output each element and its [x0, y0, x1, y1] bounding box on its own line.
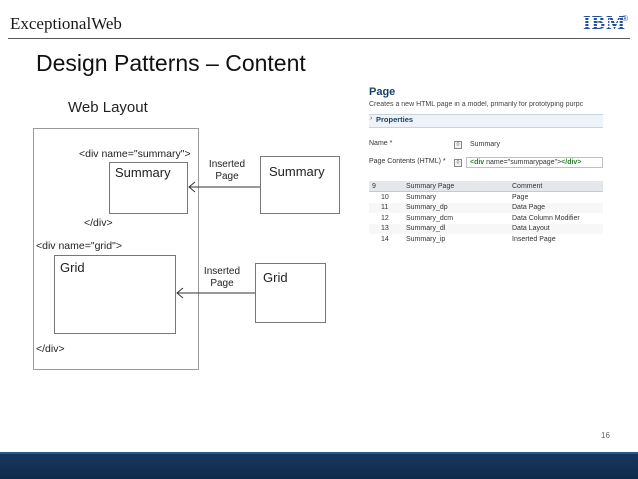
external-summary-label: Summary	[269, 164, 325, 179]
grid-arrow-head	[176, 287, 184, 299]
table-header-row: 9 Summary Page Comment	[369, 181, 603, 192]
inserted-text: Inserted	[203, 266, 241, 277]
table-row[interactable]: 12 Summary_dcm Data Column Modifier	[369, 213, 603, 224]
ibm-logo: IBM	[583, 12, 626, 34]
page-text: Page	[215, 171, 239, 182]
table-row[interactable]: 14 Summary_ip Inserted Page	[369, 234, 603, 245]
grid-close-tag: </div>	[36, 343, 65, 355]
summary-slot-label: Summary	[115, 165, 171, 180]
inserted-text: Inserted	[208, 159, 246, 170]
row-name: Summary_dcm	[406, 214, 454, 222]
summary-open-tag: <div name="summary">	[79, 148, 191, 160]
row-number: 11	[369, 202, 403, 213]
inserted-page-label-grid: Inserted Page	[199, 266, 245, 290]
row-number: 10	[381, 193, 389, 201]
panel-description: Creates a new HTML page in a model, prim…	[369, 101, 584, 108]
row-comment: Data Layout	[509, 223, 603, 234]
brand-title: ExceptionalWeb	[10, 14, 122, 33]
lock-icon: ◊	[454, 141, 462, 149]
page-contents-input[interactable]: <div name="summarypage"></div>	[466, 157, 603, 168]
summary-close-tag: </div>	[84, 217, 113, 229]
registered-mark: ®	[622, 14, 628, 23]
footer-accent-line	[0, 452, 638, 454]
row-name: Summary_dl	[403, 223, 509, 234]
column-header: Comment	[509, 181, 603, 192]
footer-band	[0, 452, 638, 479]
page-items-table: 9 Summary Page Comment 10 Summary Page 1…	[369, 181, 603, 245]
header-divider	[8, 38, 630, 39]
row-number: 12	[381, 214, 389, 222]
column-header: Summary Page	[403, 181, 509, 192]
external-grid-label: Grid	[263, 270, 288, 285]
row-comment: Inserted Page	[512, 235, 556, 243]
page-contents-label: Page Contents (HTML) *	[369, 158, 446, 165]
chevron-right-icon[interactable]: ›	[370, 115, 373, 122]
external-grid-page: Grid	[255, 263, 326, 323]
table-row[interactable]: 13 Summary_dl Data Layout	[369, 223, 603, 234]
web-layout-frame	[33, 128, 199, 370]
panel-title: Page	[369, 86, 396, 98]
contents-tag-open: <div	[470, 159, 485, 166]
properties-section-bar[interactable]	[369, 114, 603, 128]
row-name: Summary	[406, 193, 436, 201]
slide-title: Design Patterns – Content	[36, 50, 306, 76]
row-number: 13	[369, 223, 403, 234]
grid-open-tag: <div name="grid">	[36, 240, 122, 252]
page-number: 16	[601, 431, 610, 440]
page-text: Page	[210, 278, 234, 289]
grid-slot-label: Grid	[60, 260, 85, 275]
inserted-page-label-summary: Inserted Page	[204, 159, 250, 183]
contents-attr: name="summarypage">	[484, 159, 562, 166]
properties-section-label: Properties	[376, 115, 414, 124]
name-field-label: Name *	[369, 140, 393, 147]
contents-tag-close: </div>	[561, 159, 582, 166]
lock-icon: ◊	[454, 159, 462, 167]
row-comment: Data Column Modifier	[512, 214, 580, 222]
summary-slot-box: Summary	[109, 162, 188, 214]
web-layout-label: Web Layout	[68, 99, 148, 116]
row-number: 14	[381, 235, 389, 243]
external-summary-page: Summary	[260, 156, 340, 214]
table-row[interactable]: 11 Summary_dp Data Page	[369, 202, 603, 213]
name-field-input[interactable]: Summary	[466, 139, 603, 150]
column-header: 9	[369, 181, 403, 192]
row-name: Summary_ip	[406, 235, 446, 243]
row-comment: Page	[512, 193, 529, 201]
grid-slot-box: Grid	[54, 255, 176, 334]
row-comment: Data Page	[509, 202, 603, 213]
row-name: Summary_dp	[403, 202, 509, 213]
table-row[interactable]: 10 Summary Page	[369, 192, 603, 203]
summary-arrow-head	[188, 181, 196, 193]
